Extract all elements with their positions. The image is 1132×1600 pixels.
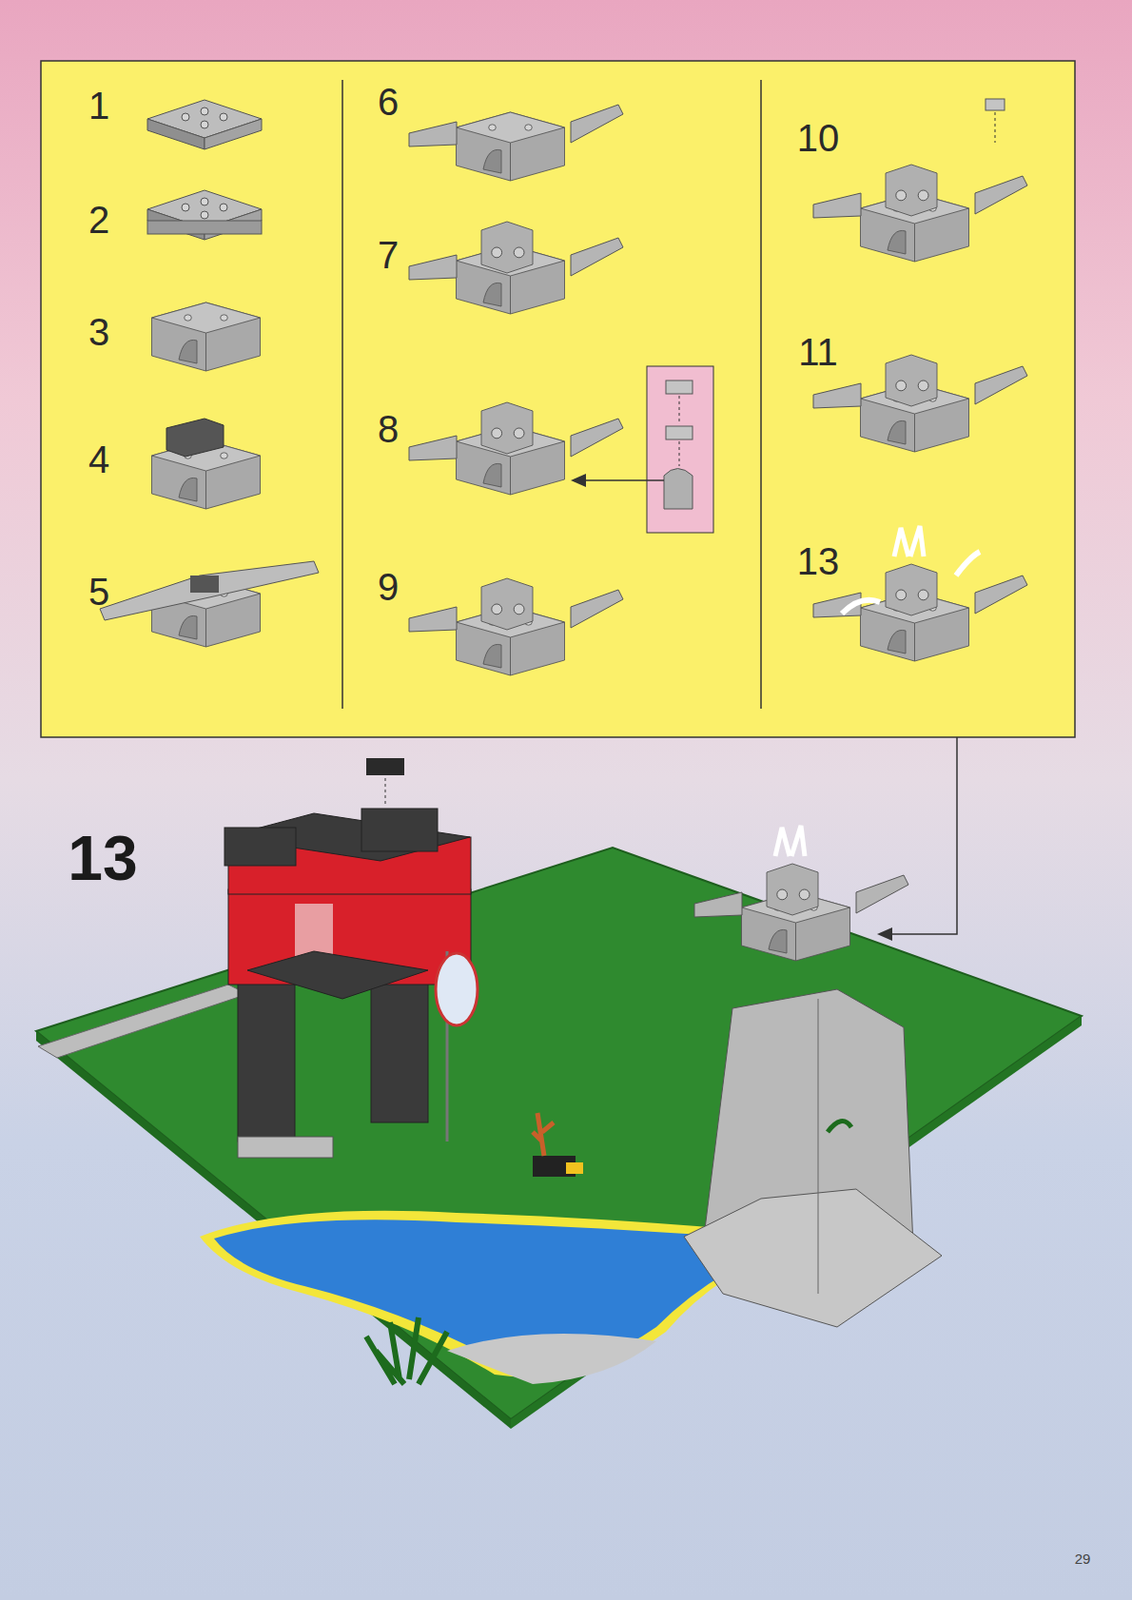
substep-number: 8 [377,408,399,451]
substep-number: 11 [798,331,839,374]
substep-number: 13 [797,540,840,584]
substep-number: 1 [88,84,110,128]
substep-number: 6 [377,80,399,124]
instruction-panel [40,60,1075,738]
step-number: 13 [67,821,137,895]
substep-number: 2 [88,198,110,242]
substep-number: 3 [88,311,110,354]
substep-number: 5 [88,570,110,614]
substep-number: 4 [88,438,110,482]
substep-number: 9 [377,566,399,609]
substep-number: 7 [377,234,399,277]
substep-number: 10 [797,117,840,160]
page-number: 29 [1074,1550,1092,1567]
